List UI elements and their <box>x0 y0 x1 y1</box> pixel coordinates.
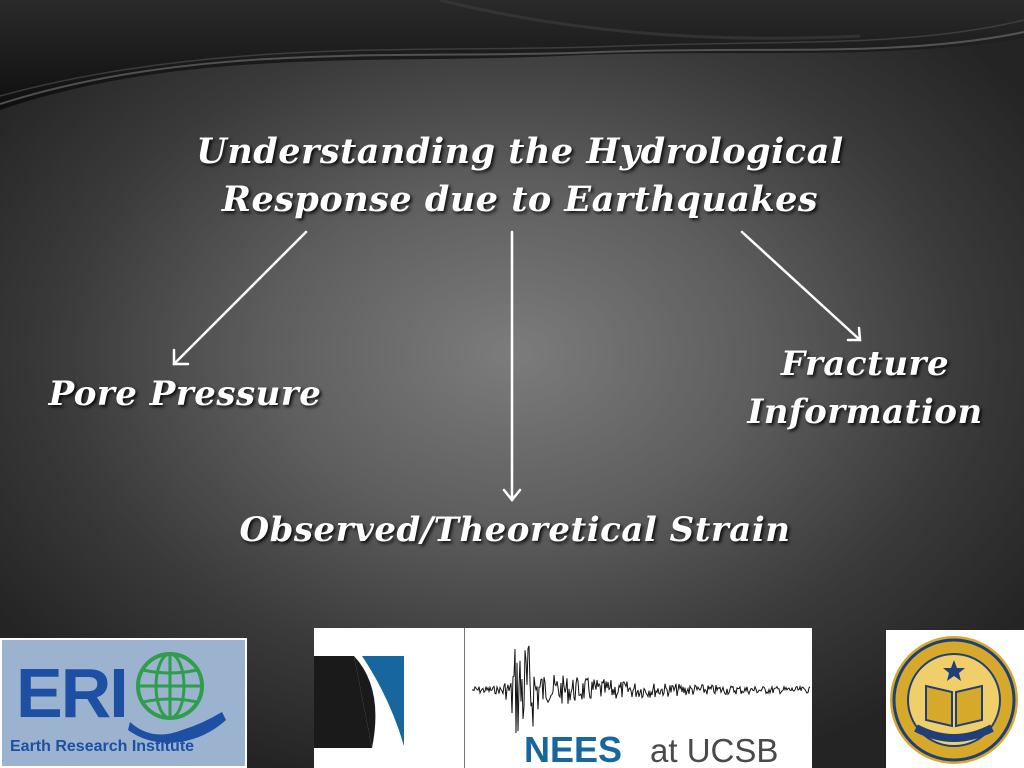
seismogram-trace <box>472 645 811 734</box>
node-pore-pressure: Pore Pressure <box>48 374 322 414</box>
uc-seal-icon <box>890 636 1018 764</box>
uc-santa-barbara-seal <box>886 630 1024 768</box>
globe-hand-icon <box>128 652 226 743</box>
node-fracture-line1: Fracture <box>780 344 950 384</box>
node-fracture-information: Fracture Information <box>720 340 1010 436</box>
nees-ucsb-logo: NEES at UCSB <box>314 628 812 768</box>
node-fracture-line2: Information <box>747 392 983 432</box>
arrow-to-pore-pressure <box>172 230 308 366</box>
node-observed-theoretical-strain: Observed/Theoretical Strain <box>239 510 791 550</box>
header-swoosh-decoration <box>0 0 1024 110</box>
nees-logo-word: NEES <box>524 729 623 768</box>
arrow-to-fracture <box>740 230 862 342</box>
nees-divider <box>464 628 465 768</box>
slide-title: Understanding the Hydrological Response … <box>196 131 844 220</box>
arrow-to-strain <box>502 230 522 503</box>
eri-logo-name: Earth Research Institute <box>10 738 195 755</box>
nees-logo-suffix: at UCSB <box>650 732 779 768</box>
seismogram-icon <box>472 645 811 734</box>
eri-logo-letters: ERI <box>16 654 129 732</box>
eri-logo: ERI Earth Research Institute <box>0 638 247 768</box>
nees-mark-icon <box>314 656 404 748</box>
